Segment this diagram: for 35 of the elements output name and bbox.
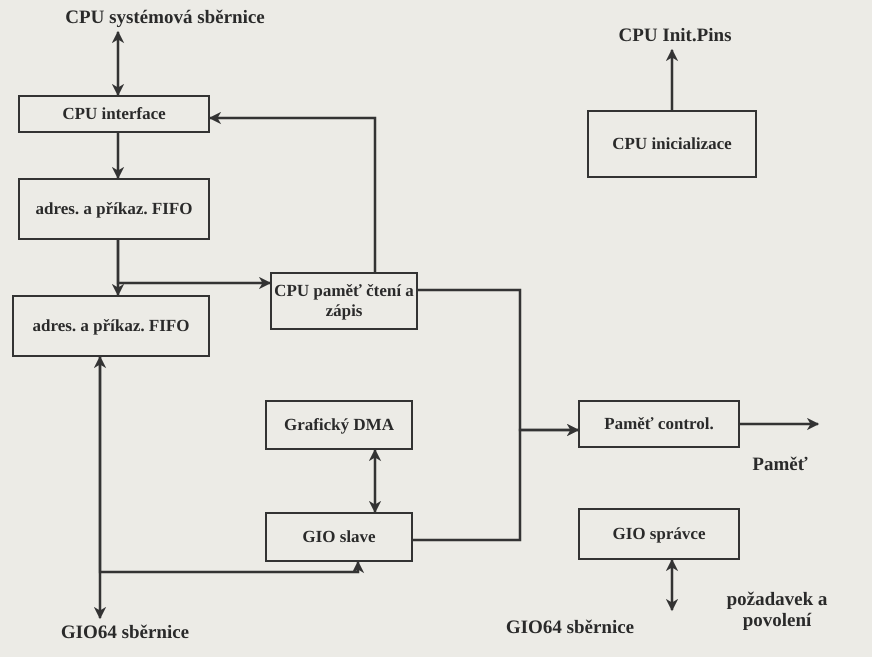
arrow	[94, 356, 106, 620]
block-label: GIO slave	[302, 527, 376, 547]
arrow	[666, 558, 678, 612]
block-label: Paměť control.	[604, 414, 714, 434]
arrow	[98, 357, 364, 574]
bus-label: Paměť	[751, 455, 809, 476]
block-box	[270, 272, 418, 330]
block-label: Grafický DMA	[284, 415, 394, 435]
block-label: GIO správce	[612, 524, 706, 544]
block-box	[18, 178, 210, 240]
block-label: CPU paměť čtení a zápis	[273, 281, 415, 321]
arrow	[368, 448, 382, 514]
bus-label: GIO64 sběrnice	[504, 618, 636, 639]
arrow	[666, 48, 678, 110]
arrow	[112, 133, 124, 180]
block-box	[587, 110, 757, 178]
bus-label: CPU Init.Pins	[618, 25, 732, 47]
bus-label: CPU systémová sběrnice	[65, 7, 265, 29]
arrow	[208, 112, 376, 272]
arrow	[112, 30, 124, 96]
block-box	[265, 512, 413, 562]
block-label: adres. a příkaz. FIFO	[32, 316, 190, 336]
arrow	[413, 424, 580, 542]
arrow	[116, 240, 272, 290]
block-box	[578, 400, 740, 448]
block-box	[18, 95, 210, 133]
block-box	[265, 400, 413, 450]
bus-label: GIO64 sběrnice	[60, 622, 190, 644]
block-label: CPU interface	[62, 104, 166, 124]
block-label: CPU inicializace	[612, 134, 732, 154]
block-box	[12, 295, 210, 357]
block-label: adres. a příkaz. FIFO	[36, 199, 192, 219]
bus-label: požadavek a povolení	[726, 590, 828, 632]
block-box	[578, 508, 740, 560]
arrow	[740, 418, 820, 430]
